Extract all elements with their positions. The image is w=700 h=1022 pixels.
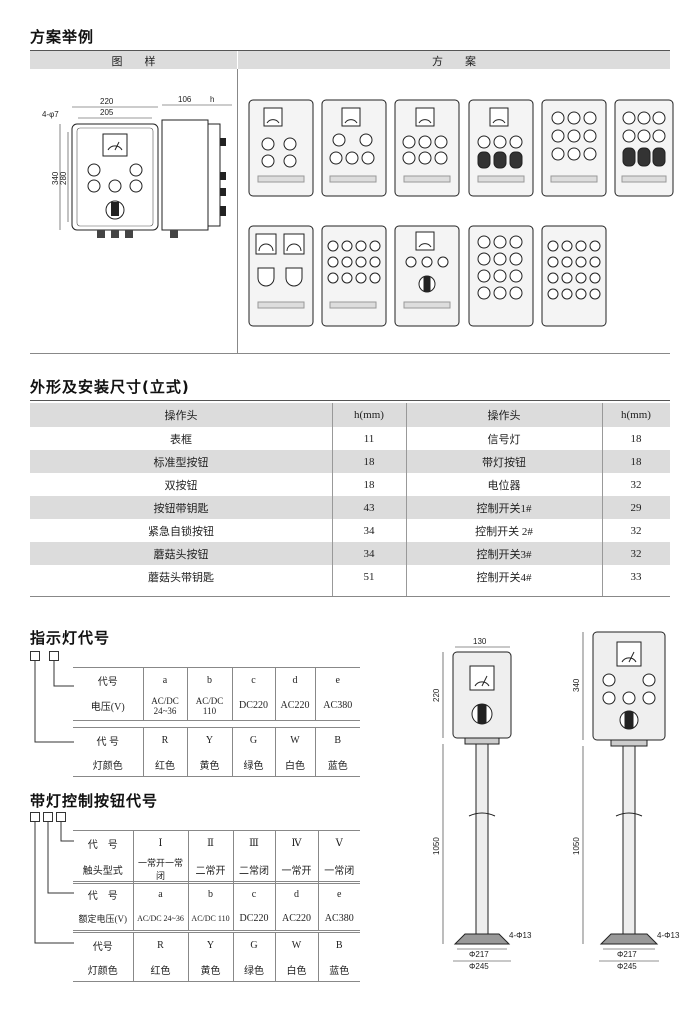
svg-text:Φ217: Φ217 bbox=[617, 950, 637, 959]
divider bbox=[30, 50, 670, 51]
dim-205: 205 bbox=[100, 108, 114, 117]
svg-text:1050: 1050 bbox=[432, 837, 441, 855]
dim-280: 280 bbox=[59, 171, 68, 185]
stand-drawings: 130 220 1050 4-Φ13 Φ217 Φ245 220 bbox=[432, 631, 680, 971]
spec-header-op1: 操作头 bbox=[164, 410, 198, 422]
small-stand: 130 220 1050 4-Φ13 Φ217 Φ245 bbox=[432, 637, 532, 971]
scheme-box-7 bbox=[248, 225, 314, 327]
scheme-box-6 bbox=[614, 99, 674, 197]
large-stand: 220 340 1050 4-Φ13 Φ217 Φ245 bbox=[572, 631, 680, 971]
svg-text:Φ217: Φ217 bbox=[469, 950, 489, 959]
dimensions-title: 外形及安装尺寸(立式) bbox=[30, 378, 190, 396]
scheme-box-3 bbox=[394, 99, 460, 197]
scheme-box-11 bbox=[541, 225, 607, 327]
dim-h: h bbox=[210, 95, 214, 104]
spec-header-h1: h(mm) bbox=[354, 409, 384, 421]
scheme-box-10 bbox=[468, 225, 534, 327]
spec-header-op2: 操作头 bbox=[487, 410, 521, 422]
svg-text:4-Φ13: 4-Φ13 bbox=[509, 931, 532, 940]
svg-text:Φ245: Φ245 bbox=[617, 962, 637, 971]
dim-220: 220 bbox=[100, 97, 114, 106]
scheme-box-1 bbox=[248, 99, 314, 197]
indicator-brackets bbox=[34, 660, 74, 743]
svg-text:Φ245: Φ245 bbox=[469, 962, 489, 971]
examples-header-left: 图 样 bbox=[111, 56, 156, 68]
svg-text:340: 340 bbox=[572, 678, 581, 692]
scheme-box-9 bbox=[394, 225, 460, 327]
scheme-box-5 bbox=[541, 99, 607, 197]
indicator-title: 指示灯代号 bbox=[30, 629, 111, 647]
scheme-box-8 bbox=[321, 225, 387, 327]
examples-title: 方案举例 bbox=[30, 28, 95, 46]
divider bbox=[237, 51, 238, 69]
scheme-box-4 bbox=[468, 99, 534, 197]
svg-text:130: 130 bbox=[473, 637, 487, 646]
dim-106: 106 bbox=[178, 95, 192, 104]
spec-header-h2: h(mm) bbox=[621, 409, 651, 421]
svg-text:4-Φ13: 4-Φ13 bbox=[657, 931, 680, 940]
divider bbox=[237, 69, 238, 353]
examples-header-right: 方 案 bbox=[432, 56, 476, 68]
scheme-thumbnails bbox=[248, 99, 674, 327]
lit-button-title: 带灯控制按钮代号 bbox=[30, 792, 159, 810]
svg-text:220: 220 bbox=[432, 688, 441, 702]
enclosure-drawing: 220 205 4-φ7 340 280 106 h bbox=[42, 95, 232, 238]
dim-340: 340 bbox=[51, 171, 60, 185]
lit-button-brackets bbox=[34, 821, 74, 944]
examples-header-bar: 图 样 方 案 bbox=[30, 51, 670, 69]
divider bbox=[30, 400, 670, 401]
svg-text:1050: 1050 bbox=[572, 837, 581, 855]
scheme-box-2 bbox=[321, 99, 387, 197]
dim-hole: 4-φ7 bbox=[42, 110, 59, 119]
divider bbox=[30, 353, 670, 354]
